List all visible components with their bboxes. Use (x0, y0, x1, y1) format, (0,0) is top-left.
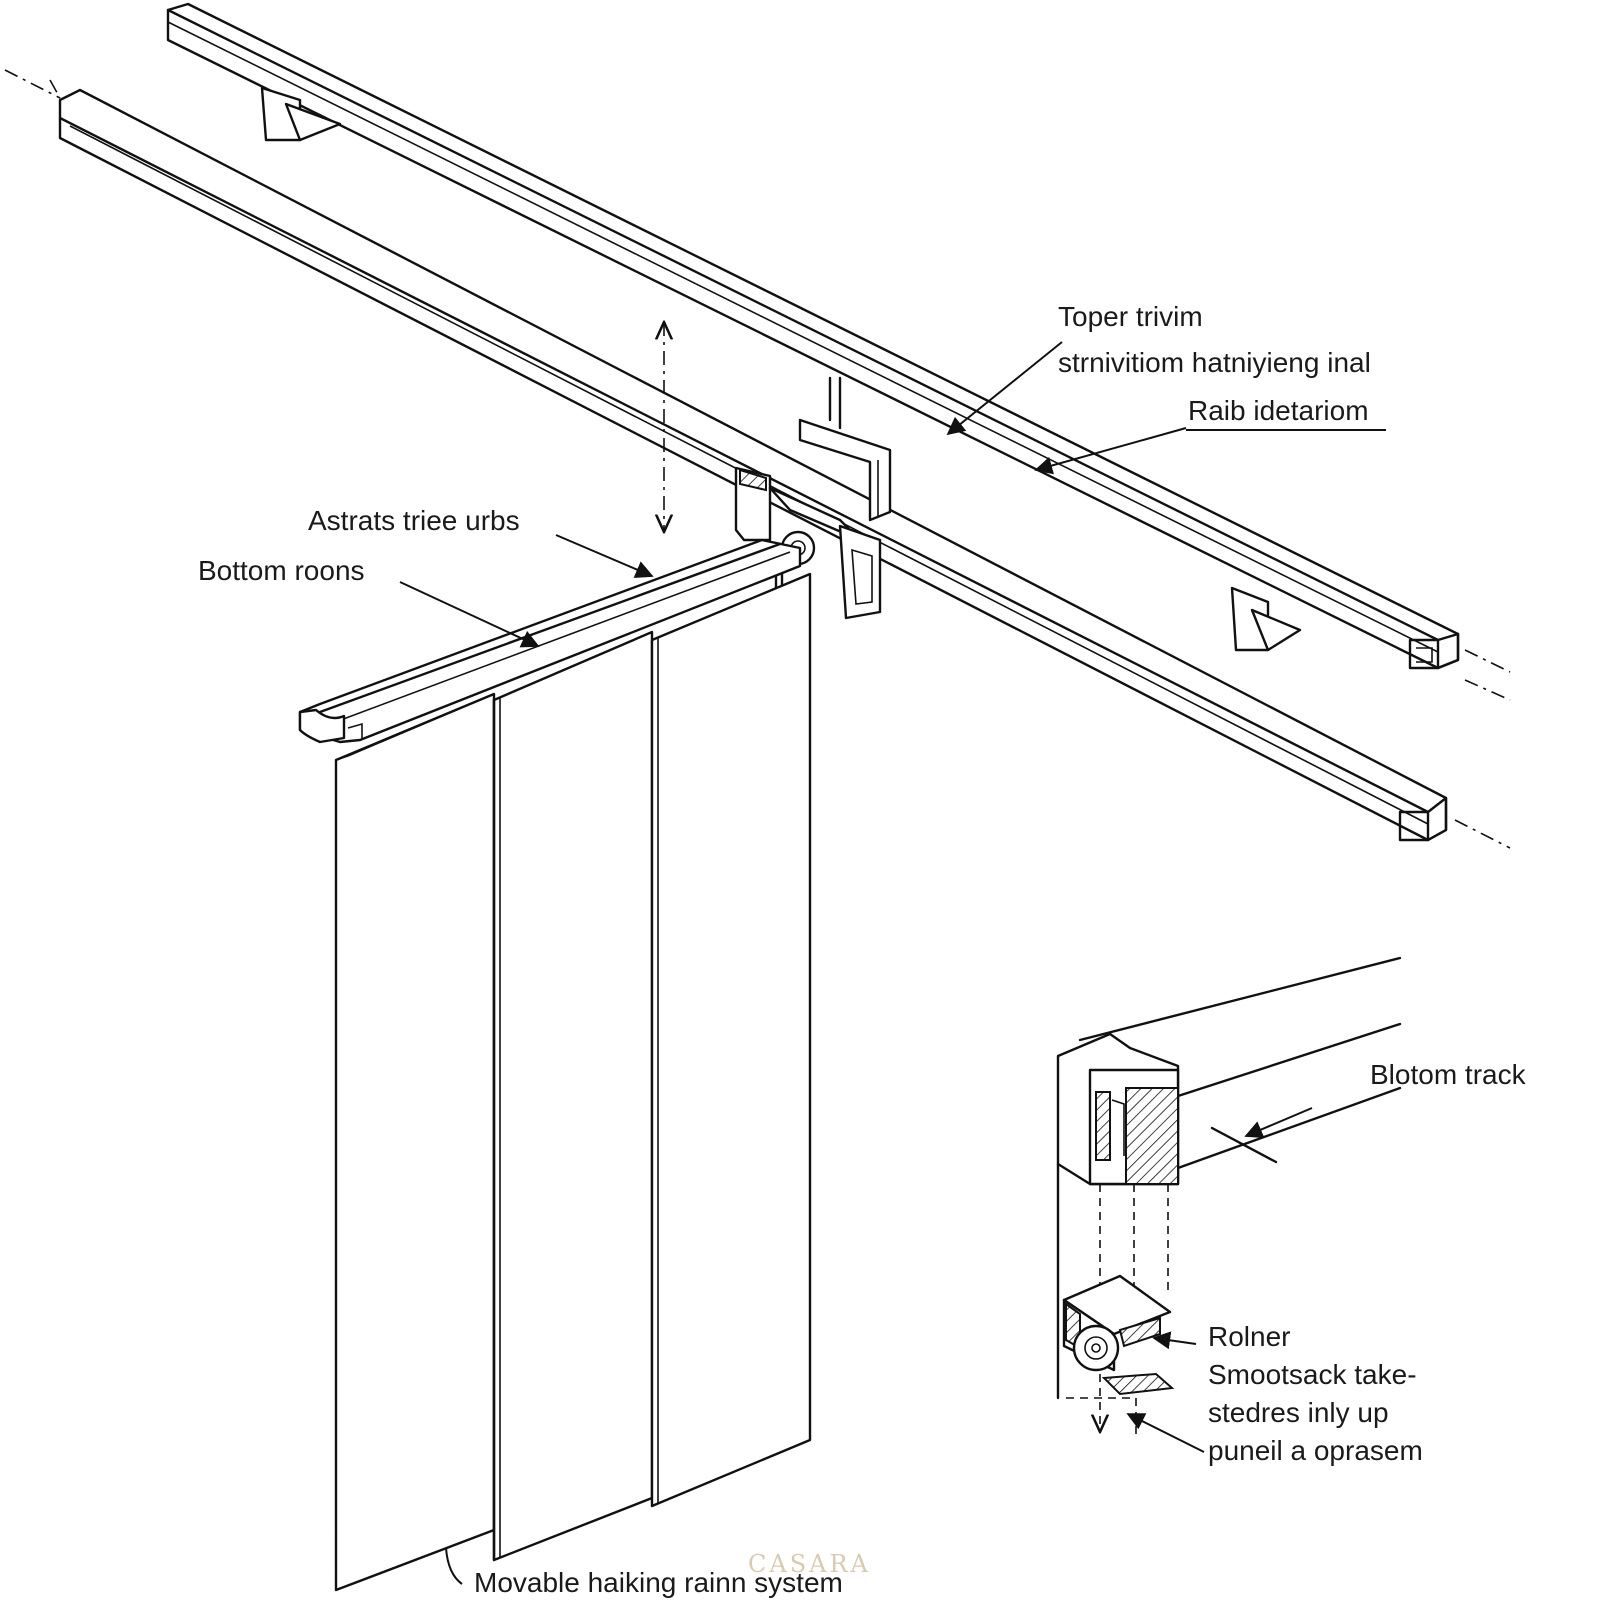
panel-left (334, 692, 496, 1592)
center-hanger (798, 376, 892, 522)
hanger-bracket-right (1230, 586, 1302, 652)
label-roller-2: Smootsack take- (1208, 1359, 1417, 1390)
label-system: Movable haiking rainn system (474, 1567, 843, 1598)
label-roller-1: Rolner (1208, 1321, 1290, 1352)
label-astrats: Astrats triee urbs (308, 505, 520, 536)
panel-middle (492, 630, 654, 1562)
label-bottom-roons: Bottom roons (198, 555, 365, 586)
hanger-bracket-left (260, 86, 342, 142)
watermark: CASARA (748, 1550, 871, 1578)
panel-rail (298, 538, 802, 744)
bottom-track-detail (1056, 956, 1402, 1436)
label-top-rail-line2: strnivitiom hatniyieng inal (1058, 347, 1371, 378)
label-top-rail-line1: Toper trivim (1058, 301, 1203, 332)
roller-detail (1062, 1274, 1175, 1396)
label-bottom-track: Blotom track (1370, 1059, 1527, 1090)
panel-right (650, 572, 812, 1508)
label-roller-4: puneil a oprasem (1208, 1435, 1423, 1466)
label-rail-detail: Raib idetariom (1188, 395, 1369, 426)
label-roller-3: stedres inly up (1208, 1397, 1389, 1428)
upper-rail (4, 2, 1511, 701)
leader-lines (399, 341, 1386, 1585)
